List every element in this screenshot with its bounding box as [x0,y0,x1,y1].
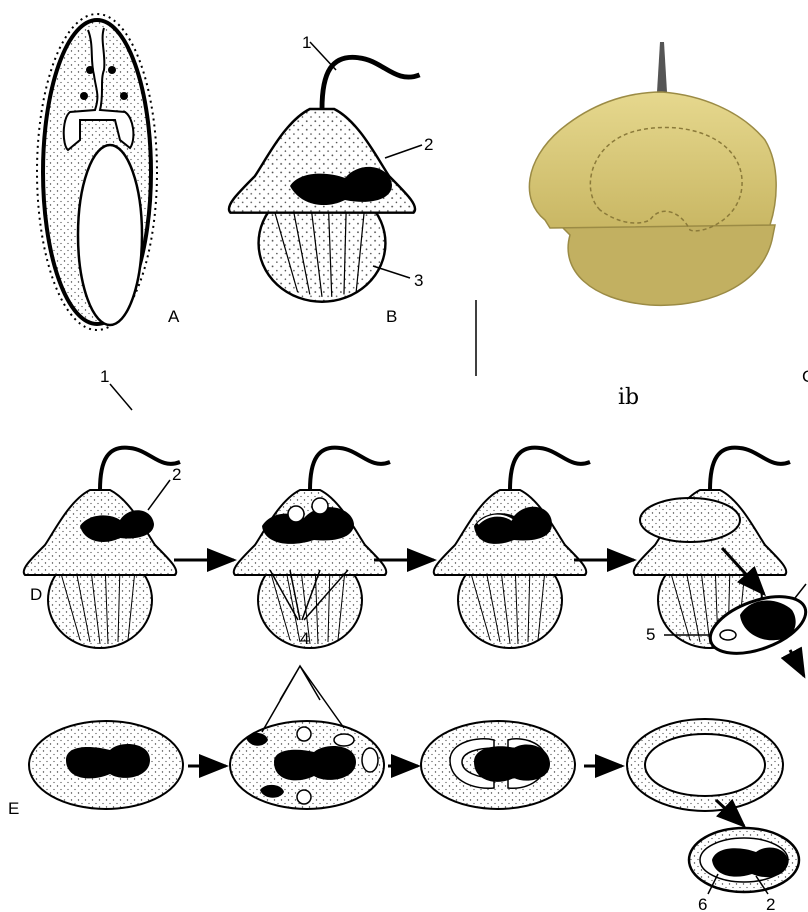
panel-label-b: B [386,307,397,326]
part-number-1-b: 1 [302,33,311,52]
handwritten-note: ib [618,385,639,410]
part-number-1-d: 1 [100,367,109,386]
e-stage-1 [29,721,183,809]
e-stage-4: 6 2 [627,719,799,912]
d-stage-4 [634,448,808,676]
part-number-6: 6 [698,895,707,912]
panel-a-ciliate: A [37,14,180,330]
e-stage-2 [230,666,384,809]
panel-label-d: D [30,585,42,604]
part-number-2-b: 2 [424,135,433,154]
part-number-2-d: 2 [172,465,181,484]
d-stage-1 [24,448,180,648]
panel-c-3d-model: C [476,42,808,386]
part-number-5: 5 [646,625,655,644]
part-number-3-b: 3 [414,271,423,290]
panel-e-sequence: 6 2 E [8,666,799,912]
panel-label-a: A [168,307,180,326]
panel-d-sequence: 1 2 4 5 D [24,367,808,676]
panel-label-e: E [8,799,19,818]
e-stage-3 [421,721,575,809]
panel-label-c: C [802,367,808,386]
part-number-4: 4 [300,629,309,648]
part-number-2-e: 2 [766,895,775,912]
panel-b-dinoflagellate: 1 2 3 B [229,33,434,326]
d-stage-2 [234,448,390,648]
d-stage-3 [434,448,590,648]
